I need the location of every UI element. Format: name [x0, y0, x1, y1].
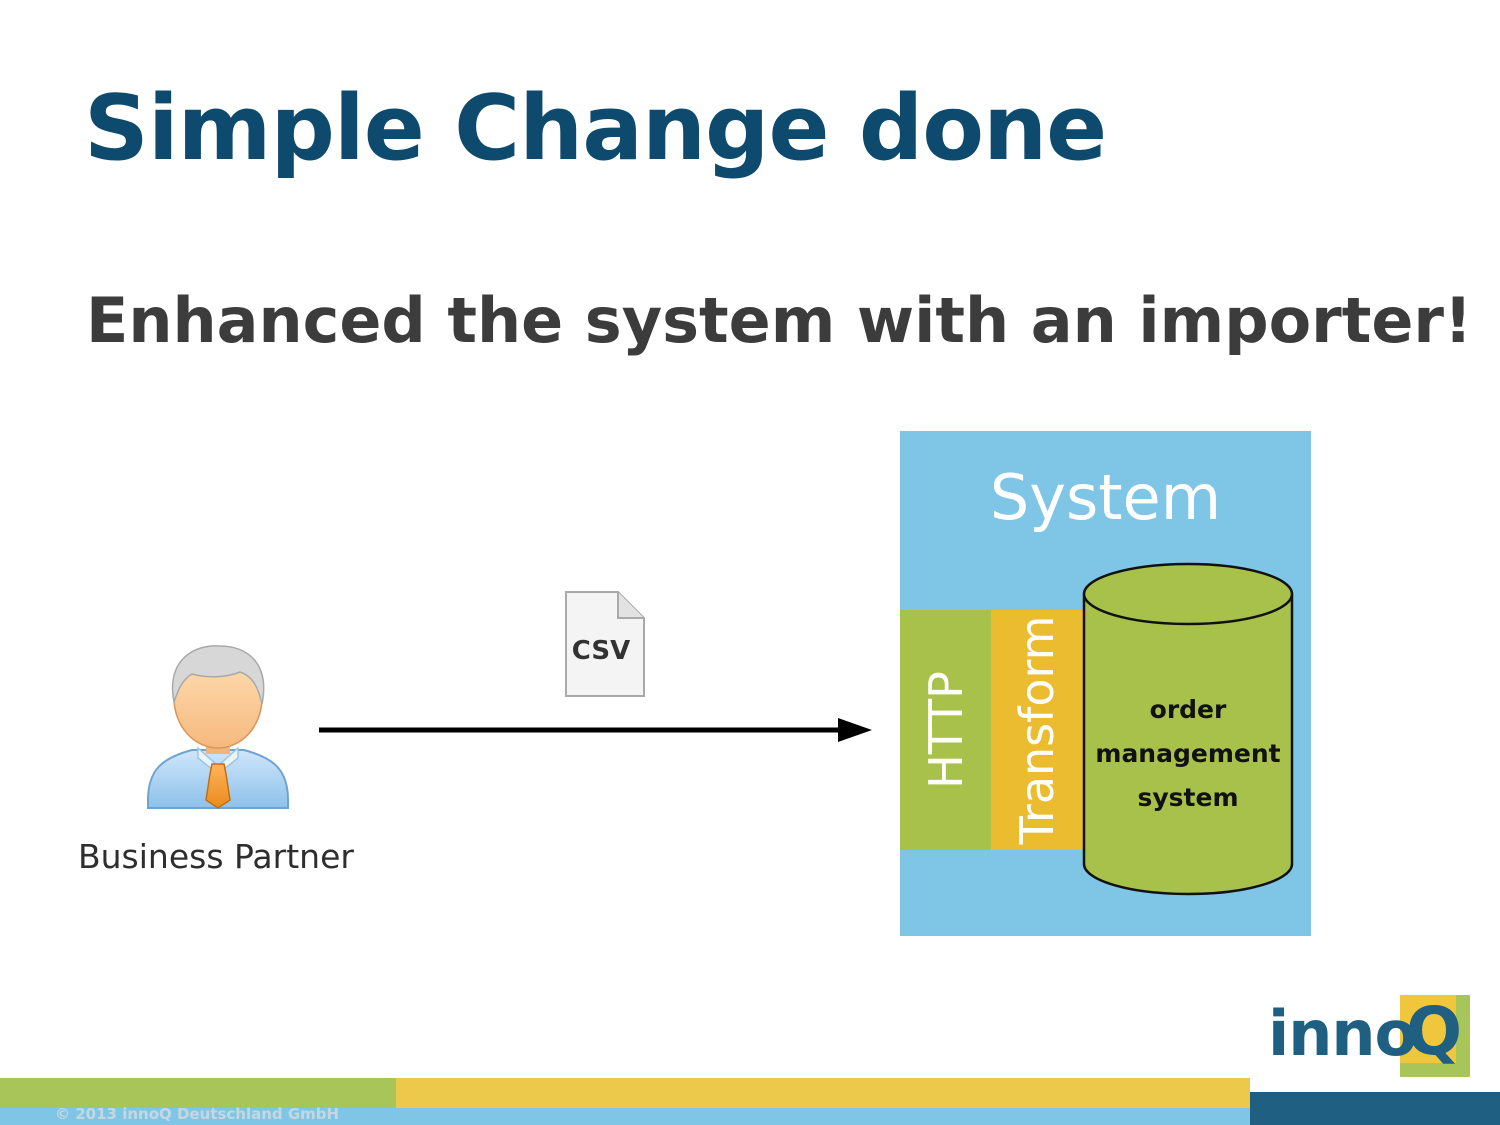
innoq-logo: inno Q [1264, 995, 1484, 1080]
csv-label: CSV [571, 636, 631, 666]
copyright-text: © 2013 innoQ Deutschland GmbH [55, 1105, 340, 1123]
logo-q: Q [1406, 993, 1463, 1070]
footer-bar-blue [0, 1108, 1250, 1125]
database-label-line: order [1149, 695, 1227, 724]
slide-title: Simple Change done [84, 76, 1107, 181]
logo-q-overlay [1400, 995, 1456, 1063]
logo-text: inno [1268, 997, 1417, 1070]
business-partner-label: Business Partner [78, 837, 354, 876]
arrow-right-icon [319, 718, 872, 742]
database-label: order management system [1084, 688, 1292, 820]
database-label-line: system [1137, 783, 1239, 812]
database-cylinder-icon [1082, 562, 1294, 896]
system-title: System [989, 461, 1222, 534]
transform-layer: Transform [991, 610, 1083, 850]
business-person-icon [147, 645, 289, 809]
footer-bar-green [0, 1078, 396, 1108]
http-layer: HTTP [900, 610, 991, 850]
footer-bar-dark [1250, 1092, 1500, 1125]
database-label-line: management [1095, 739, 1281, 768]
http-label: HTTP [918, 671, 973, 789]
transform-label: Transform [1010, 615, 1064, 845]
csv-document-icon: CSV [560, 588, 650, 700]
slide-subtitle: Enhanced the system with an importer! [86, 284, 1473, 357]
footer-bar-yellow [396, 1078, 1250, 1108]
